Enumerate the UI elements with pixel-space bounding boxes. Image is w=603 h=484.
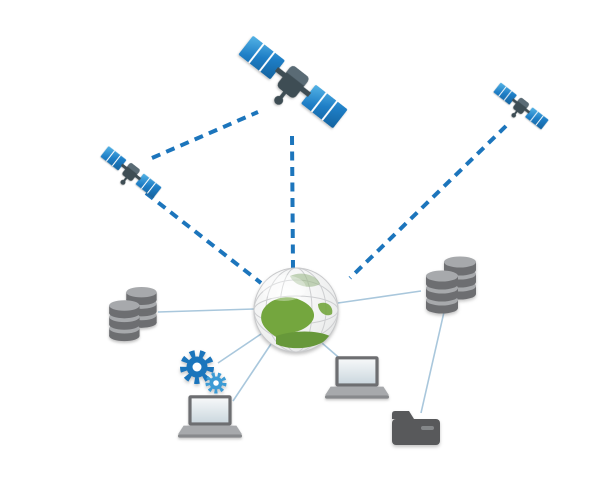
storage-box-icon [392,411,440,445]
ground-link [337,290,422,304]
ground-link [217,333,262,364]
satellite-link [348,124,508,280]
satellite-main-icon [227,33,350,142]
links-layer [144,110,508,414]
satellite-left-icon [94,144,163,206]
ground-link [232,343,272,402]
gears-icon [184,354,225,392]
ground-link [420,311,445,414]
database-left-icon [109,287,156,341]
laptop-right-icon [325,356,389,399]
satellite-link [290,135,295,269]
satellite-link [144,191,263,285]
globe-icon [254,268,338,352]
database-right-icon [426,257,476,314]
laptop-left-icon [178,395,242,438]
ground-link [157,308,255,313]
nodes-layer [94,33,550,445]
satellite-right-icon [487,81,550,137]
satellite-link [151,110,259,160]
